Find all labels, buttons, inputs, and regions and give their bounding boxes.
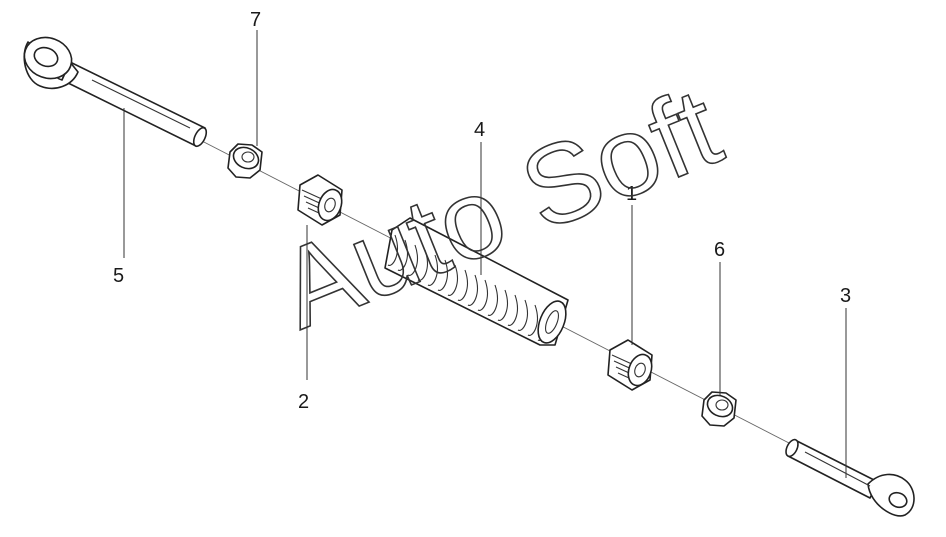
callout-3: 3 (840, 285, 851, 307)
part-3-eye-rod (785, 438, 915, 517)
callout-2: 2 (298, 391, 309, 413)
leader-lines (123, 30, 847, 478)
callout-1: 1 (626, 183, 637, 205)
part-6-hex-nut (701, 391, 737, 427)
part-2-spring-retainer (297, 174, 343, 226)
part-7-hex-nut (227, 143, 263, 179)
part-1-spring-retainer (607, 339, 653, 391)
callout-4: 4 (474, 119, 485, 141)
callout-5: 5 (113, 265, 124, 287)
part-5-eye-rod (23, 36, 208, 148)
callout-6: 6 (714, 239, 725, 261)
callout-7: 7 (250, 9, 261, 31)
part-4-coil-spring (384, 217, 569, 346)
